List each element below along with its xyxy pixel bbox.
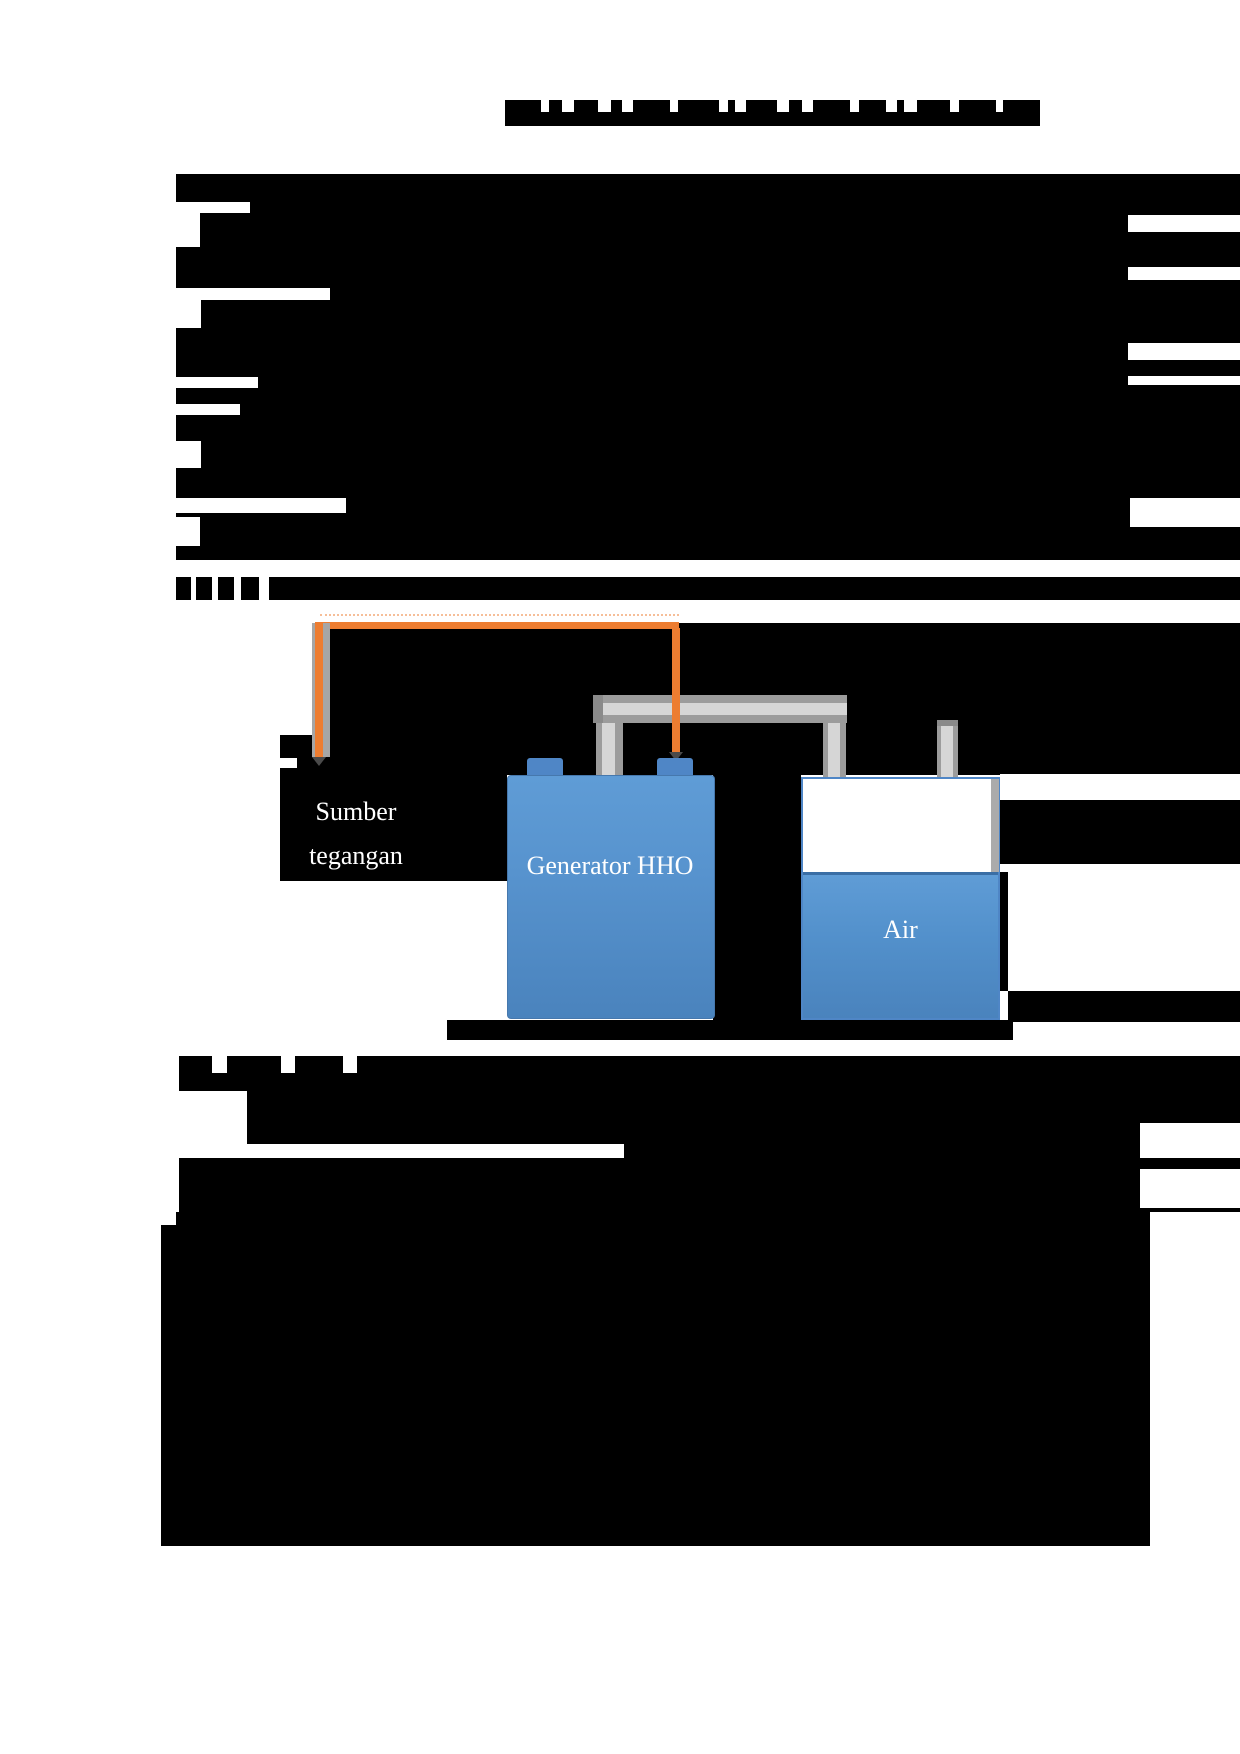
redaction-gap — [904, 100, 917, 112]
redaction-bar — [269, 577, 1240, 600]
redaction-bar — [505, 100, 1040, 112]
redaction-bar — [196, 577, 212, 600]
wire-right-arrow-icon — [669, 752, 683, 761]
wire-right-leg — [672, 628, 680, 753]
redaction-gap — [176, 213, 200, 247]
vent-pipe — [937, 720, 958, 779]
wire-dotted-guide — [320, 614, 679, 616]
redaction-gap — [161, 1212, 176, 1225]
redaction-gap — [281, 1056, 295, 1073]
wire-horizontal — [320, 622, 679, 629]
redaction-gap — [598, 100, 611, 112]
water-fill — [803, 872, 998, 1018]
redaction-gap — [670, 100, 678, 112]
redaction-gap — [343, 1056, 357, 1073]
redaction-bar — [1000, 800, 1240, 864]
redaction-bar — [713, 775, 801, 1020]
wire-left-arrow-icon — [312, 757, 326, 766]
redaction-gap — [176, 202, 250, 213]
redaction-gap — [176, 377, 258, 388]
redaction-gap — [1140, 1169, 1240, 1208]
redaction-gap — [735, 100, 746, 112]
voltage-source-line1: Sumber — [315, 797, 397, 826]
voltage-source-line2: tegangan — [309, 841, 403, 870]
voltage-source-label: Sumber tegangan — [296, 790, 416, 878]
redaction-bar — [161, 1212, 1150, 1546]
redaction-bar — [624, 1144, 1240, 1158]
redaction-gap — [541, 100, 549, 112]
redaction-gap — [176, 300, 201, 328]
redaction-gap — [719, 100, 728, 112]
redaction-gap — [1128, 215, 1240, 232]
redaction-gap — [950, 100, 959, 112]
redaction-bar — [218, 577, 234, 600]
vent-pipe-cap — [937, 720, 958, 726]
generator-terminal-left — [527, 758, 563, 776]
redaction-bar — [247, 1091, 1240, 1144]
redaction-gap — [850, 100, 859, 112]
redaction-gap — [562, 100, 574, 112]
pipe-left-cap — [593, 695, 603, 723]
container-inner-shadow — [991, 779, 999, 872]
pipe-horizontal-highlight — [593, 703, 847, 715]
redaction-gap — [176, 517, 200, 546]
pipe-horizontal — [593, 695, 847, 723]
redaction-bar — [179, 1056, 1240, 1091]
redaction-gap — [1130, 498, 1240, 527]
redaction-gap — [622, 100, 633, 112]
generator-label: Generator HHO — [526, 851, 694, 880]
redaction-bar — [1000, 872, 1008, 991]
pipe-left-leg — [596, 723, 623, 775]
redaction-gap — [280, 758, 297, 768]
redaction-gap — [176, 288, 330, 300]
redaction-gap — [996, 100, 1003, 112]
redaction-bar — [176, 577, 191, 600]
redaction-bar — [447, 1020, 1013, 1040]
redaction-bar — [179, 1158, 1240, 1212]
water-label: Air — [883, 915, 918, 944]
redaction-gap — [1128, 376, 1240, 385]
redaction-gap — [176, 441, 201, 468]
redaction-gap — [1128, 343, 1240, 360]
redaction-gap — [777, 100, 789, 112]
redaction-bar — [505, 112, 1040, 126]
pipe-left-leg-highlight — [602, 723, 615, 775]
redaction-gap — [1128, 267, 1240, 280]
redaction-bar — [1008, 991, 1240, 1022]
generator-box — [507, 775, 715, 1019]
vent-pipe-highlight — [941, 726, 953, 779]
redaction-gap — [176, 498, 346, 513]
wire-left-leg — [315, 622, 323, 758]
redaction-gap — [212, 1056, 227, 1073]
redaction-bar — [176, 174, 1240, 560]
redaction-gap — [886, 100, 897, 112]
redaction-gap — [176, 404, 240, 415]
generator-terminal-right — [657, 758, 693, 776]
redaction-gap — [1140, 1123, 1240, 1158]
redaction-gap — [802, 100, 813, 112]
redaction-bar — [241, 577, 259, 600]
